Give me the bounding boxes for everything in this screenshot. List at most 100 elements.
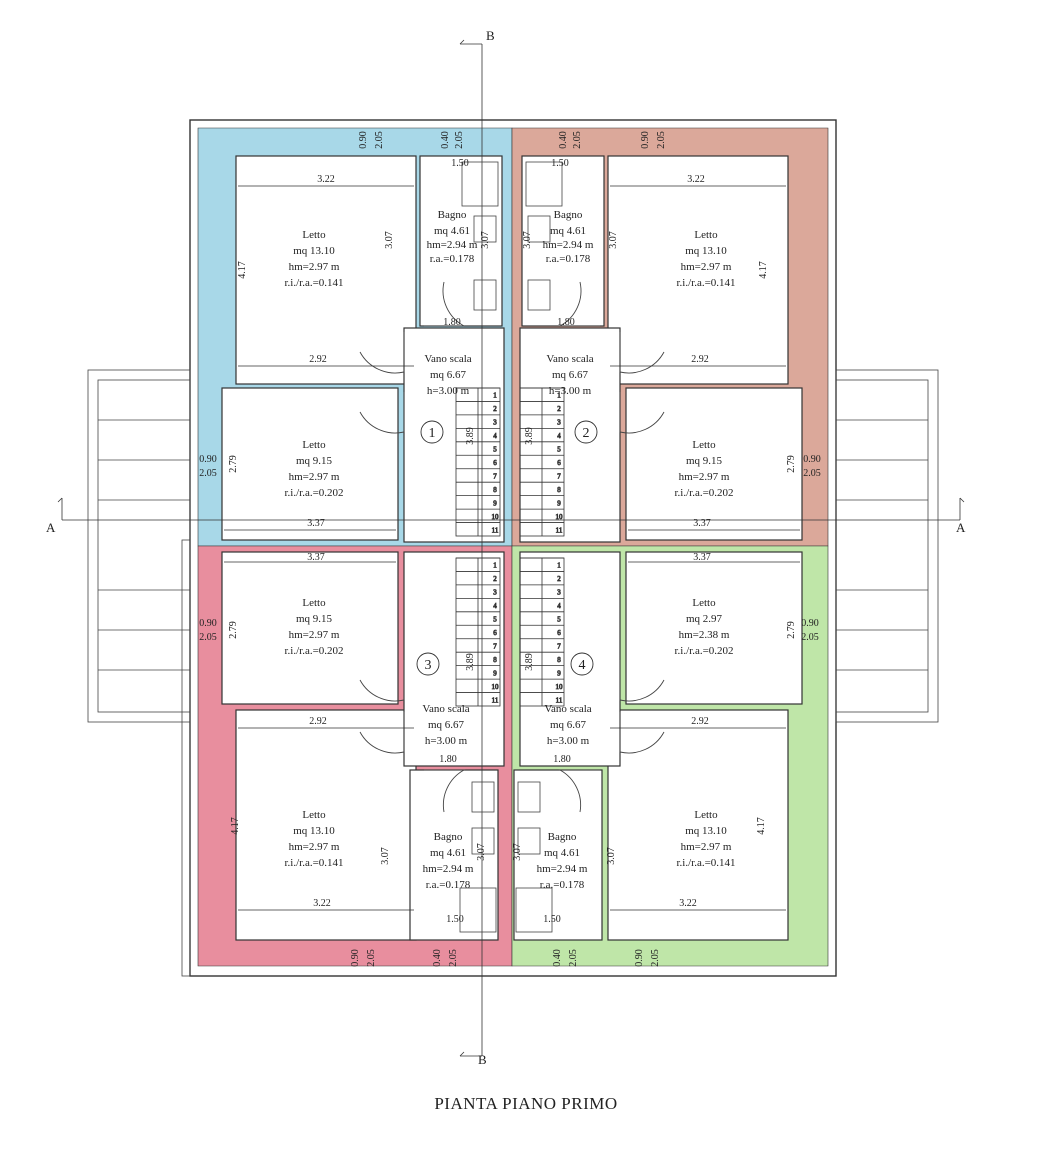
label-u4-bed-large-ratio: r.i./r.a.=0.141	[676, 857, 735, 869]
dim-u2-stair-h: 3.89	[524, 427, 535, 445]
label-u3-bed-small-height: hm=2.97 m	[289, 629, 340, 641]
label-u2-bath-ratio: r.a.=0.178	[546, 253, 591, 265]
dim-u4-stair-w: 1.80	[553, 754, 571, 765]
label-u3-stair-area: mq 6.67	[428, 719, 465, 731]
dim-u2-outer-h: 4.17	[758, 261, 769, 279]
stair-step-number: 10	[492, 513, 500, 521]
win-bot-l-w: 0.90	[350, 949, 361, 967]
label-u1-bath-ratio: r.a.=0.178	[430, 253, 475, 265]
label-u2-bed-large: Letto	[694, 229, 718, 241]
room-interiors	[221, 155, 803, 941]
win-side-l1-w: 0.90	[199, 454, 217, 465]
stair-step-number: 6	[493, 629, 497, 637]
win-side-r2-h: 2.05	[801, 632, 819, 643]
label-u3-stair-height: h=3.00 m	[425, 735, 468, 747]
stair-step-number: 3	[493, 419, 497, 427]
label-u2-stair-height: h=3.00 m	[549, 385, 592, 397]
dim-u1-outer-h: 4.17	[237, 261, 248, 279]
dim-u2-bed-mid-w: 2.92	[691, 354, 709, 365]
label-u4-stair-area: mq 6.67	[550, 719, 587, 731]
dim-u1-bath-w: 1.50	[451, 158, 469, 169]
stair-step-number: 8	[557, 656, 561, 664]
dim-u3-outer-h: 4.17	[230, 817, 241, 835]
door-u4-bath	[558, 769, 600, 813]
unit-markers: 1 2 3 4	[416, 420, 598, 676]
door-u3-bed-large	[359, 712, 405, 754]
bathtub-u1	[461, 161, 499, 207]
dim-u4-bath-h: 3.07	[512, 843, 523, 861]
label-u4-bed-small-height: hm=2.38 m	[679, 629, 730, 641]
stair-step-number: 5	[557, 616, 561, 624]
label-u3-bath-area: mq 4.61	[430, 847, 466, 859]
dim-u2-bed-large-h: 3.07	[608, 231, 619, 249]
stair-step-number: 8	[557, 486, 561, 494]
stair-step-number: 1	[493, 562, 497, 570]
stair-step-number: 4	[557, 602, 561, 610]
stair-step-number: 4	[493, 602, 497, 610]
bathtub-u3	[459, 887, 497, 933]
stair-step-number: 7	[557, 642, 561, 650]
unit-marker-4: 4	[579, 658, 586, 673]
label-u1-bed-large-ratio: r.i./r.a.=0.141	[284, 277, 343, 289]
room-u1-stair	[403, 327, 505, 543]
win-side-r2-w: 0.90	[801, 618, 819, 629]
dim-u1-bath-h: 3.07	[480, 231, 491, 249]
label-u3-stair: Vano scala	[422, 703, 469, 715]
win-top-br-w: 0.40	[558, 131, 569, 149]
dim-u4-bed-large-w: 3.22	[679, 898, 697, 909]
stair-step-number: 10	[556, 513, 564, 521]
label-u2-bed-large-ratio: r.i./r.a.=0.141	[676, 277, 735, 289]
room-u2-stair	[519, 327, 621, 543]
sink-u4	[517, 827, 541, 855]
stair-step-number: 5	[493, 616, 497, 624]
stair-step-number: 2	[493, 575, 497, 583]
label-u2-stair: Vano scala	[546, 353, 593, 365]
stair-step-number: 9	[493, 499, 497, 507]
stair-step-number: 5	[557, 446, 561, 454]
dim-u2-bed-large-w: 3.22	[687, 174, 705, 185]
stair-step-number: 7	[493, 642, 497, 650]
unit-marker-3: 3	[425, 658, 432, 673]
label-u1-bath-area: mq 4.61	[434, 225, 470, 237]
room-u1-bed-large	[235, 155, 417, 385]
win-top-br-h: 2.05	[572, 131, 583, 149]
stair-step-number: 8	[493, 656, 497, 664]
label-u1-bath: Bagno	[438, 209, 467, 221]
label-u2-bed-large-area: mq 13.10	[685, 245, 727, 257]
toilet-u1	[473, 279, 497, 311]
sink-u2	[527, 215, 551, 243]
toilet-u3	[471, 781, 495, 813]
dim-u4-bed-large-h: 3.07	[606, 847, 617, 865]
label-u4-bath-area: mq 4.61	[544, 847, 580, 859]
room-u2-bed-small	[625, 387, 803, 541]
win-top-l-h: 2.05	[374, 131, 385, 149]
win-bot-r-w: 0.90	[634, 949, 645, 967]
plan-title: PIANTA PIANO PRIMO	[434, 1094, 618, 1113]
section-a-left-label: A	[46, 520, 56, 535]
win-side-l2-w: 0.90	[199, 618, 217, 629]
label-u1-stair-area: mq 6.67	[430, 369, 467, 381]
dim-u2-bed-small-w: 3.37	[693, 518, 711, 529]
label-u1-bed-small-ratio: r.i./r.a.=0.202	[284, 487, 343, 499]
label-u1-bath-height: hm=2.94 m	[427, 239, 478, 251]
label-u1-bed-small-height: hm=2.97 m	[289, 471, 340, 483]
dim-u3-stair-w: 1.80	[439, 754, 457, 765]
stair-step-number: 10	[556, 683, 564, 691]
stair-step-number: 10	[492, 683, 500, 691]
stair-step-number: 6	[557, 459, 561, 467]
win-top-bl-w: 0.40	[440, 131, 451, 149]
win-side-r1-h: 2.05	[803, 468, 821, 479]
stair-step-number: 1	[493, 392, 497, 400]
door-u3-bath	[424, 769, 466, 813]
door-u3-bed-small	[359, 660, 405, 702]
door-u4-bed-small	[619, 660, 665, 702]
win-bot-r-h: 2.05	[650, 949, 661, 967]
stair-step-number: 2	[557, 405, 561, 413]
stair-step-number: 2	[493, 405, 497, 413]
stair-step-number: 8	[493, 486, 497, 494]
door-u2-bed-small	[619, 392, 665, 434]
label-u3-bed-large-ratio: r.i./r.a.=0.141	[284, 857, 343, 869]
stair-step-number: 6	[493, 459, 497, 467]
